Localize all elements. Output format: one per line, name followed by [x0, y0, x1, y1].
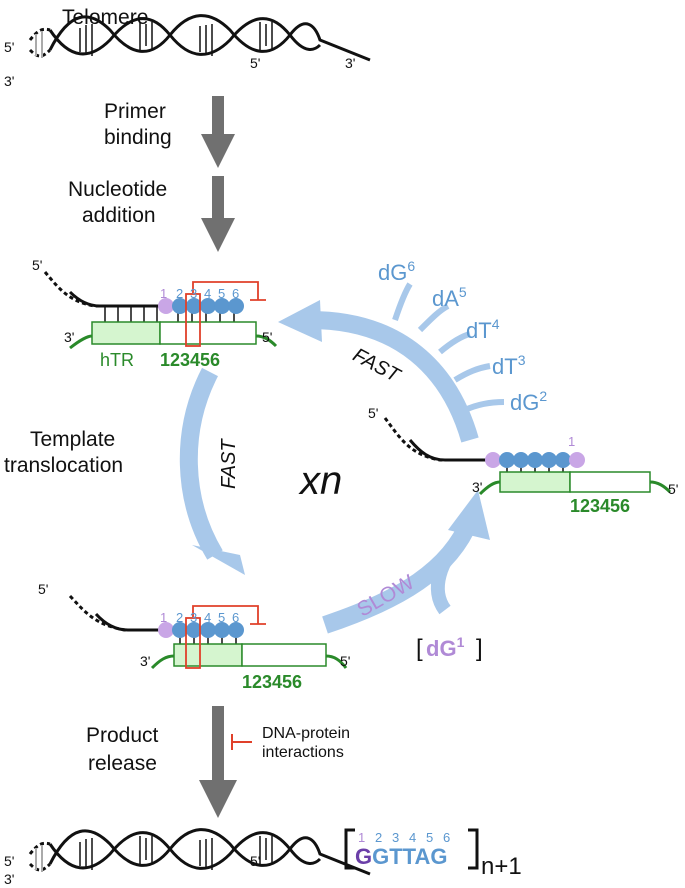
pos-4-bottom: 4 [204, 610, 211, 625]
helix-top-5prime: 5' [4, 39, 14, 55]
helix-bottom-5prime: 5' [4, 853, 14, 869]
product-release-label-1: Product [86, 724, 159, 747]
nucleotide-addition-label-2: addition [82, 204, 156, 227]
product-pos-5: 5 [426, 830, 433, 845]
product-bracket-open [344, 828, 355, 870]
template-translocation-label-1: Template [30, 428, 115, 451]
pos-1-bottom: 1 [160, 610, 167, 625]
helix-bottom-3prime: 3' [4, 871, 14, 887]
slow-arrowhead [448, 490, 490, 540]
complex1-3prime: 3' [64, 329, 74, 345]
complex1-5prime: 5' [32, 257, 42, 273]
dt4-label: dT4 [466, 316, 500, 343]
slow-arc [322, 516, 479, 634]
product-bracket-close [468, 828, 479, 870]
pos-4-top: 4 [204, 286, 211, 301]
complex-after-dg1-binding [383, 417, 672, 496]
complex2-htr-5prime: 5' [668, 481, 678, 497]
template-seq-bottom: 123456 [242, 672, 302, 692]
dt3-label: dT3 [492, 352, 526, 379]
fast-label-left: FAST [218, 438, 240, 489]
product-pos-3: 3 [392, 830, 399, 845]
template-seq-top: 123456 [160, 350, 220, 370]
product-pos-1: 1 [358, 830, 365, 845]
pos-6-top: 6 [232, 286, 239, 301]
dg1-bracket-close: ] [476, 635, 483, 662]
pos-5-top: 5 [218, 286, 225, 301]
product-pos-6: 6 [443, 830, 450, 845]
da5-label: dA5 [432, 284, 467, 311]
pos-1-top: 1 [160, 286, 167, 301]
slow-label: SLOW [353, 571, 418, 622]
pos-2-top: 2 [176, 286, 183, 301]
product-pos-4: 4 [409, 830, 416, 845]
pos-6-bottom: 6 [232, 610, 239, 625]
nucleotide-addition-arrow [201, 176, 235, 252]
dg1-feeder-arc [430, 534, 467, 615]
helix-bottom-inner-5prime: 5' [250, 853, 260, 869]
primer-binding-arrow [201, 96, 235, 168]
fast-translocation-arrowhead [192, 545, 245, 575]
helix-top-3prime: 3' [4, 73, 14, 89]
complex3-5prime: 5' [38, 581, 48, 597]
fast-addition-arc [309, 311, 479, 443]
pos-3-bottom: 3 [190, 610, 197, 625]
complex2-3prime: 3' [472, 479, 482, 495]
dna-protein-label-1: DNA-protein [262, 725, 350, 742]
primer-binding-label-1: Primer [104, 100, 166, 123]
complex2-5prime: 5' [368, 405, 378, 421]
dg1-bracket-open: [ [416, 635, 423, 662]
product-release-arrow [199, 706, 237, 818]
product-pos-2: 2 [375, 830, 382, 845]
cycle-xn-label: xn [298, 459, 342, 503]
inhibition-symbol [231, 734, 252, 750]
helix-top-end-3prime: 3' [345, 55, 355, 71]
pos-1-right: 1 [568, 434, 575, 449]
dna-protein-label-2: interactions [262, 744, 344, 761]
pos-2-bottom: 2 [176, 610, 183, 625]
pos-5-bottom: 5 [218, 610, 225, 625]
product-release-label-2: release [88, 752, 157, 775]
product-helix [28, 828, 372, 876]
complex-after-addition [43, 271, 278, 350]
complex1-htr-5prime: 5' [262, 329, 272, 345]
template-seq-right: 123456 [570, 496, 630, 516]
template-translocation-label-2: translocation [4, 454, 123, 477]
fast-translocation-arc [179, 367, 223, 560]
dg6-label: dG6 [378, 258, 415, 285]
complex3-3prime: 3' [140, 653, 150, 669]
pos-3-top: 3 [190, 286, 197, 301]
fast-addition-arrowhead [278, 300, 322, 342]
helix-top-inner-5prime: 5' [250, 55, 260, 71]
dg2-label: dG2 [510, 388, 547, 415]
complex3-htr-5prime: 5' [340, 653, 350, 669]
repeat-count: n+1 [481, 853, 522, 880]
product-sequence: GGTTAG [355, 844, 447, 869]
htr-label: hTR [100, 350, 134, 370]
dg1-label: dG1 [426, 634, 465, 661]
nucleotide-branches [392, 282, 505, 413]
complex-after-translocation [68, 594, 348, 670]
nucleotide-addition-label-1: Nucleotide [68, 178, 167, 201]
primer-binding-label-2: binding [104, 126, 172, 149]
